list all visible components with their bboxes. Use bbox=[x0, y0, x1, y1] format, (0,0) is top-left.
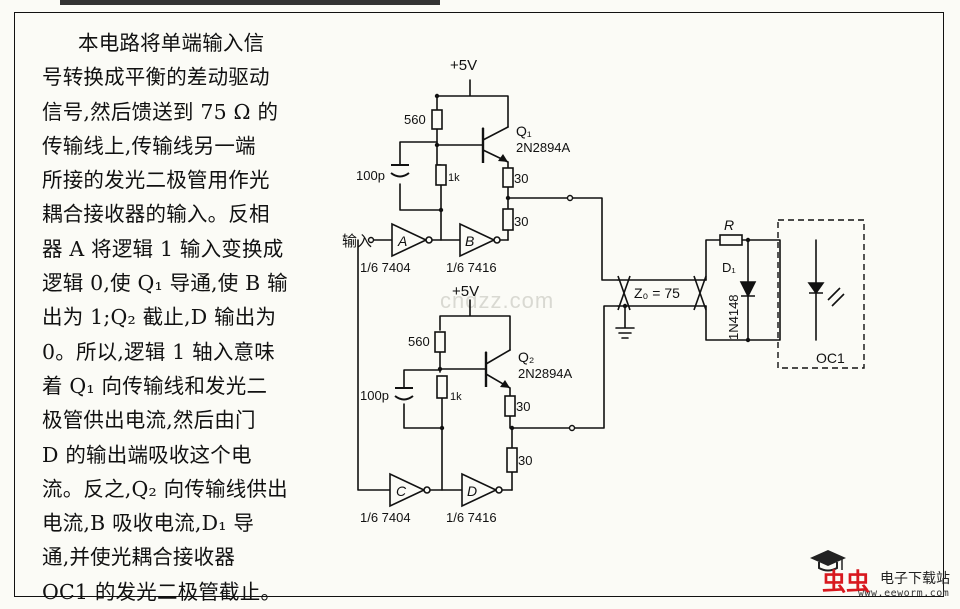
gate-part-a: 1/6 7404 bbox=[360, 260, 411, 275]
light-rays bbox=[827, 287, 845, 307]
resistor-560-top bbox=[431, 109, 443, 130]
optocoupler-label: OC1 bbox=[816, 350, 845, 366]
description-line: 逻辑 0,使 Q₁ 导通,使 B 输 bbox=[42, 271, 288, 296]
description-line: 号转换成平衡的差动驱动 bbox=[42, 65, 270, 90]
gate-b bbox=[459, 222, 496, 258]
resistor-label-30-top: 30 bbox=[514, 214, 528, 229]
description-line: 通,并使光耦合接收器 bbox=[42, 545, 236, 570]
resistor-label-30-q1: 30 bbox=[514, 171, 528, 186]
resistor-r bbox=[719, 234, 743, 246]
supply-label-top: +5V bbox=[450, 57, 477, 74]
wire-ground bbox=[615, 305, 635, 339]
gate-part-d: 1/6 7416 bbox=[446, 510, 497, 525]
capacitor-label-bottom: 100p bbox=[360, 388, 389, 403]
supply-label-bottom: +5V bbox=[452, 283, 479, 300]
resistor-30-top bbox=[502, 208, 514, 231]
terminal-top bbox=[566, 194, 574, 202]
description-line: 着 Q₁ 向传输线和发光二 bbox=[42, 373, 268, 398]
terminal-bottom bbox=[568, 424, 576, 432]
q1-emitter-arrow bbox=[498, 154, 508, 162]
description-line: OC1 的发光二极管截止。 bbox=[42, 579, 282, 604]
resistor-1k-bottom bbox=[436, 375, 448, 399]
resistor-1k-top bbox=[435, 164, 447, 186]
resistor-30-q2 bbox=[504, 395, 516, 417]
gate-label-b: B bbox=[465, 233, 474, 249]
led-oc1 bbox=[807, 282, 825, 295]
line-impedance-label: Z₀ = 75 bbox=[634, 285, 680, 301]
logo-url: www.eeworm.com bbox=[858, 588, 950, 599]
description-line: 信号,然后馈送到 75 Ω 的 bbox=[42, 99, 279, 124]
diode-label-d1: D₁ bbox=[722, 260, 736, 275]
resistor-label-r: R bbox=[724, 217, 734, 233]
description-line: 极管供出电流,然后由门 bbox=[42, 408, 256, 433]
transistor-part-q2: 2N2894A bbox=[518, 366, 573, 381]
gate-label-c: C bbox=[396, 483, 407, 499]
resistor-label-560-top: 560 bbox=[404, 112, 426, 127]
capacitor-100p-bottom bbox=[394, 387, 414, 401]
wire-q1-emitter bbox=[507, 185, 619, 281]
logo-glyph: 虫虫 bbox=[822, 568, 870, 596]
gate-label-d: D bbox=[467, 483, 477, 499]
line-marker-left bbox=[617, 275, 631, 311]
transistor-label-q2: Q₂ bbox=[518, 349, 534, 365]
wire-cap-top bbox=[399, 141, 442, 211]
resistor-label-30-q2: 30 bbox=[516, 399, 530, 414]
gate-d bbox=[461, 472, 498, 508]
resistor-label-30-bottom: 30 bbox=[518, 453, 532, 468]
gate-part-c: 1/6 7404 bbox=[360, 510, 411, 525]
diode-d1 bbox=[739, 281, 757, 298]
resistor-label-1k-top: 1k bbox=[448, 172, 460, 184]
site-logo bbox=[810, 550, 846, 572]
wire-input-to-c bbox=[357, 239, 391, 491]
gate-c bbox=[389, 472, 426, 508]
description-line: 流。反之,Q₂ 向传输线供出 bbox=[42, 476, 288, 501]
capacitor-label-top: 100p bbox=[356, 168, 385, 183]
diode-part-label: 1N4148 bbox=[726, 294, 741, 340]
watermark-text: cndzz.com bbox=[440, 288, 555, 313]
wire-cap-bottom bbox=[403, 369, 443, 429]
transistor-label-q1: Q₁ bbox=[516, 123, 532, 139]
wire-rx bbox=[705, 239, 781, 341]
description-line: 本电路将单端输入信 bbox=[78, 31, 265, 55]
gate-a bbox=[391, 222, 428, 258]
description-line: D 的输出端吸收这个电 bbox=[42, 442, 252, 467]
q2-emitter-arrow bbox=[500, 380, 510, 388]
description-line: 器 A 将逻辑 1 输入变换成 bbox=[42, 236, 284, 261]
gate-part-b: 1/6 7416 bbox=[446, 260, 497, 275]
wire-q1 bbox=[436, 126, 509, 169]
description-line: 传输线上,传输线另一端 bbox=[42, 133, 256, 158]
description-line: 所接的发光二极管用作光 bbox=[42, 168, 270, 193]
description-line: 0。所以,逻辑 1 轴入意味 bbox=[42, 339, 275, 364]
figure-frame bbox=[14, 12, 944, 597]
description-line: 电流,B 吸收电流,D₁ 导 bbox=[42, 511, 255, 536]
resistor-label-1k-bottom: 1k bbox=[450, 391, 462, 403]
wire-vcc-top bbox=[436, 79, 509, 128]
resistor-30-q1 bbox=[502, 167, 514, 188]
capacitor-100p-top bbox=[390, 164, 410, 178]
resistor-560-bottom bbox=[434, 331, 446, 353]
resistor-label-560-bottom: 560 bbox=[408, 334, 430, 349]
description-line: 出为 1;Q₂ 截止,D 输出为 bbox=[42, 305, 277, 330]
terminal-input bbox=[367, 236, 375, 244]
gate-label-a: A bbox=[397, 233, 407, 249]
optocoupler-oc1 bbox=[777, 219, 865, 369]
description-text: 本电路将单端输入信 号转换成平衡的差动驱动 信号,然后馈送到 75 Ω 的 传输… bbox=[42, 26, 294, 609]
resistor-30-bottom bbox=[506, 447, 518, 473]
description-line: 耦合接收器的输入。反相 bbox=[42, 202, 270, 227]
logo-site-name: 电子下载站 bbox=[880, 571, 950, 587]
input-label: 输入 bbox=[342, 232, 372, 250]
line-marker-right bbox=[693, 275, 707, 311]
transistor-part-q1: 2N2894A bbox=[516, 140, 571, 155]
cropped-title-strip bbox=[60, 0, 440, 5]
wire-vcc-bottom bbox=[439, 299, 511, 351]
